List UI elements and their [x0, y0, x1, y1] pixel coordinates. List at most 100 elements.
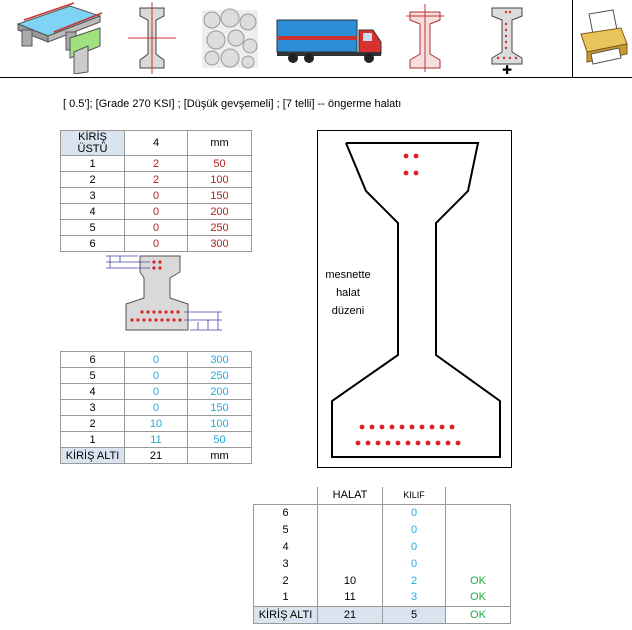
strand-count[interactable]: 0	[124, 367, 188, 384]
row-offset: 100	[187, 415, 252, 432]
support-strand-layout-panel	[317, 130, 512, 468]
check-status	[445, 538, 511, 555]
beam-section-red-icon[interactable]	[402, 2, 448, 74]
row-index: 1	[60, 155, 125, 172]
row-offset: 300	[187, 351, 252, 368]
row-index: 2	[60, 415, 125, 432]
row-index: 1	[253, 589, 318, 606]
footer-total: 21	[124, 447, 188, 464]
row-offset: 200	[187, 203, 252, 220]
strand-count[interactable]: 0	[124, 351, 188, 368]
row-index: 5	[60, 219, 125, 236]
sheath-count[interactable]: 2	[382, 572, 446, 589]
row-index: 6	[60, 351, 125, 368]
support-layout-label: mesnette halat düzeni	[320, 266, 376, 320]
header-kilif: KILIF	[382, 487, 446, 504]
row-index: 6	[253, 503, 318, 521]
bridge-icon[interactable]	[14, 2, 104, 74]
strand-count[interactable]: 0	[124, 383, 188, 400]
small-beam-diagram	[106, 255, 222, 331]
row-offset: 200	[187, 383, 252, 400]
strand-count[interactable]: 11	[124, 431, 188, 448]
row-index: 3	[60, 399, 125, 416]
row-offset: 250	[187, 367, 252, 384]
row-index: 1	[60, 431, 125, 448]
row-index: 2	[253, 572, 318, 589]
strand-count[interactable]: 0	[124, 219, 188, 236]
row-offset: 50	[187, 155, 252, 172]
header-blank	[446, 487, 511, 504]
footer-label: KİRİŞ ALTI	[60, 447, 125, 464]
sheath-count[interactable]: 0	[382, 538, 446, 555]
check-status	[445, 555, 511, 572]
strand-count[interactable]: 2	[124, 171, 188, 188]
row-offset: 300	[187, 235, 252, 252]
strand-total	[317, 503, 383, 521]
footer-sheath-total: 5	[382, 605, 446, 624]
row-offset: 150	[187, 187, 252, 204]
label-line-2: halat	[336, 287, 360, 299]
header-total: 4	[124, 130, 188, 156]
strand-count[interactable]: 0	[124, 235, 188, 252]
beam-strands-icon[interactable]: ✚	[484, 2, 530, 74]
check-status: OK	[445, 572, 511, 589]
row-index: 6	[60, 235, 125, 252]
printer-button[interactable]	[572, 0, 632, 78]
check-status	[445, 521, 511, 538]
check-status: OK	[445, 589, 511, 606]
bottom-table-footer: KİRİŞ ALTI 21 mm	[60, 447, 252, 464]
strand-count[interactable]: 0	[124, 399, 188, 416]
row-index: 3	[253, 555, 318, 572]
check-status	[445, 503, 511, 521]
sheath-count[interactable]: 0	[382, 503, 446, 521]
strand-total	[317, 538, 383, 555]
row-index: 4	[60, 203, 125, 220]
header-blank	[254, 487, 318, 504]
large-beam-section	[331, 142, 501, 458]
header-unit: mm	[187, 130, 252, 156]
label-line-1: mesnette	[325, 269, 371, 281]
footer-check-status: OK	[445, 605, 511, 624]
row-index: 4	[60, 383, 125, 400]
sheath-count[interactable]: 3	[382, 589, 446, 606]
footer-strand-total: 21	[317, 605, 383, 624]
row-index: 2	[60, 171, 125, 188]
strand-count[interactable]: 2	[124, 155, 188, 172]
strand-total: 11	[317, 589, 383, 606]
top-table-header: KİRİŞ ÜSTÜ 4 mm	[60, 130, 252, 156]
strand-count[interactable]: 0	[124, 187, 188, 204]
row-offset: 150	[187, 399, 252, 416]
summary-footer: KİRİŞ ALTI 21 5 OK	[253, 605, 511, 624]
strand-spec-caption: [ 0.5']; [Grade 270 KSI] ; [Düşük gevşem…	[63, 98, 402, 110]
summary-header: HALAT KILIF	[254, 487, 511, 504]
sheath-count[interactable]: 0	[382, 521, 446, 538]
strand-count[interactable]: 0	[124, 203, 188, 220]
i-beam-section-icon[interactable]	[126, 2, 178, 74]
row-index: 5	[253, 521, 318, 538]
row-offset: 100	[187, 171, 252, 188]
strand-count[interactable]: 10	[124, 415, 188, 432]
footer-unit: mm	[187, 447, 252, 464]
row-index: 5	[60, 367, 125, 384]
truck-icon[interactable]	[275, 2, 385, 74]
svg-text:✚: ✚	[502, 63, 512, 74]
aggregate-icon[interactable]	[200, 2, 260, 74]
sheath-count[interactable]: 0	[382, 555, 446, 572]
